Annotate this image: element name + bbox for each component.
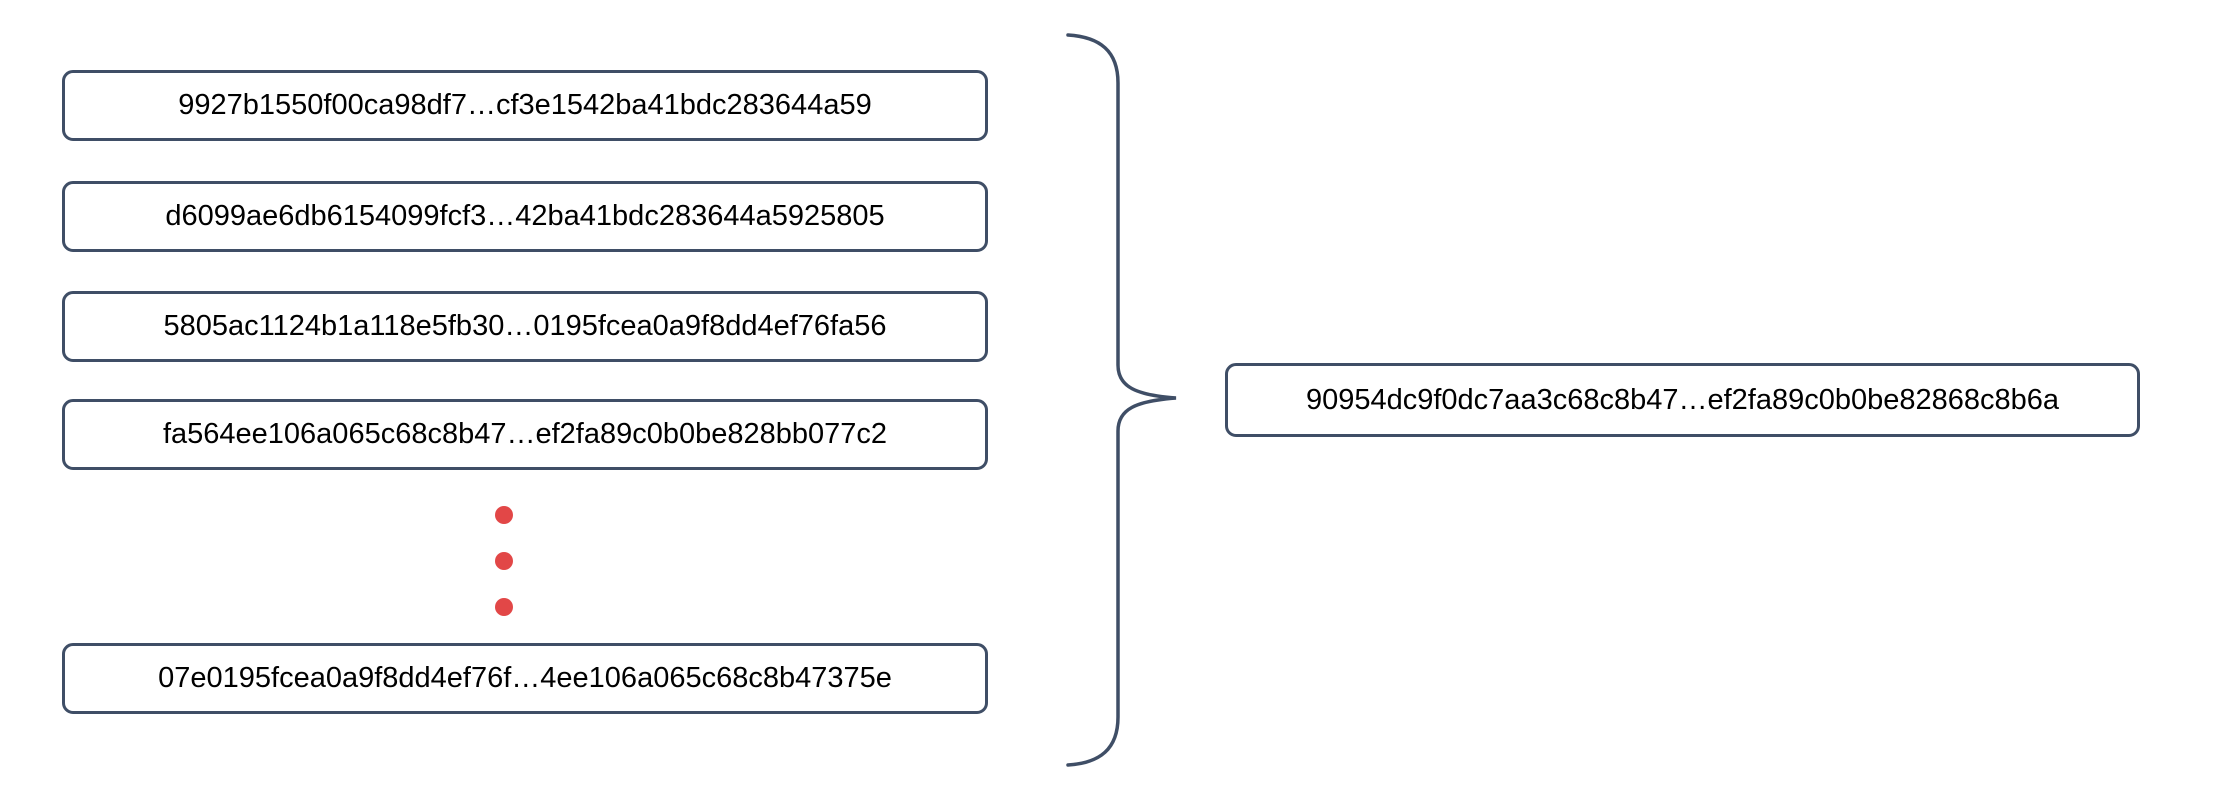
hash-box-n-label: 07e0195fcea0a9f8dd4ef76f…4ee106a065c68c8…	[158, 662, 892, 694]
hash-box-2: d6099ae6db6154099fcf3…42ba41bdc283644a59…	[62, 181, 988, 252]
hash-box-1: 9927b1550f00ca98df7…cf3e1542ba41bdc28364…	[62, 70, 988, 141]
hash-box-4: fa564ee106a065c68c8b47…ef2fa89c0b0be828b…	[62, 399, 988, 470]
hash-box-2-label: d6099ae6db6154099fcf3…42ba41bdc283644a59…	[165, 200, 885, 232]
vertical-ellipsis-icon	[495, 506, 513, 616]
result-hash-label: 90954dc9f0dc7aa3c68c8b47…ef2fa89c0b0be82…	[1305, 383, 2060, 416]
hash-box-1-label: 9927b1550f00ca98df7…cf3e1542ba41bdc28364…	[178, 89, 872, 121]
result-hash-box: 90954dc9f0dc7aa3c68c8b47…ef2fa89c0b0be82…	[1225, 363, 2140, 437]
ellipsis-dot	[495, 552, 513, 570]
hash-box-3: 5805ac1124b1a118e5fb30…0195fcea0a9f8dd4e…	[62, 291, 988, 362]
hash-box-4-label: fa564ee106a065c68c8b47…ef2fa89c0b0be828b…	[162, 418, 888, 450]
ellipsis-dot	[495, 506, 513, 524]
ellipsis-dot	[495, 598, 513, 616]
right-curly-brace-icon	[1040, 25, 1200, 775]
hash-box-n: 07e0195fcea0a9f8dd4ef76f…4ee106a065c68c8…	[62, 643, 988, 714]
hash-box-3-label: 5805ac1124b1a118e5fb30…0195fcea0a9f8dd4e…	[163, 310, 887, 342]
